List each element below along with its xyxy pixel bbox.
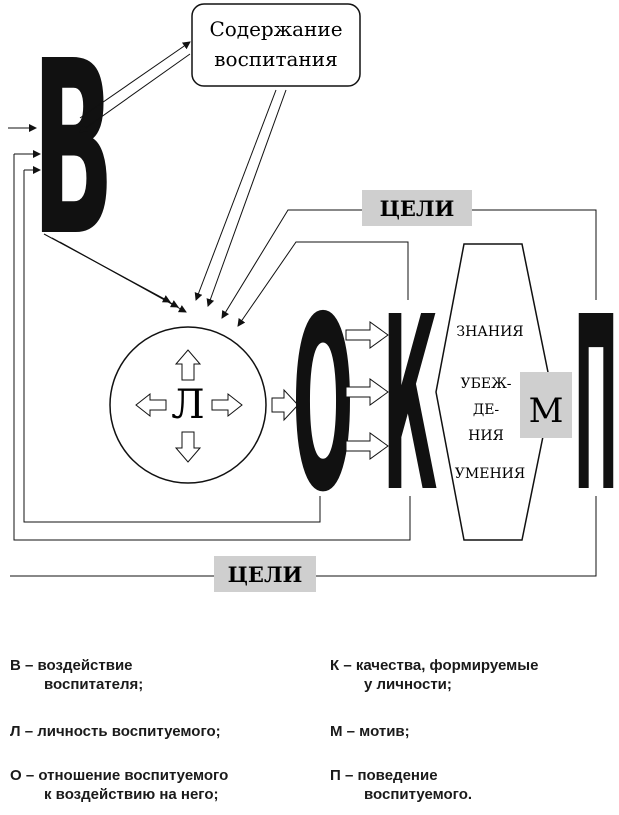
arrow-right-icon: [211, 392, 243, 418]
arrow-content-to-v: [79, 53, 191, 133]
beliefs-label-1: УБЕЖ-: [460, 376, 511, 392]
arrow-o-k-2-icon: [345, 378, 389, 406]
legend-v-line1: В – воздействие: [10, 657, 133, 674]
letter-o: О: [292, 266, 353, 545]
education-process-diagram: Содержание воспитания В ЦЕЛИ Л О К ЗНАНИ…: [8, 3, 618, 592]
feedback-line-k: [13, 154, 411, 541]
legend-v: В – воздействие воспитателя;: [10, 656, 143, 694]
goals-top-label-bg: [362, 190, 472, 226]
arrow-o-k-1-icon: [345, 321, 389, 349]
beliefs-label-3: НИЯ: [468, 428, 504, 444]
legend-m-line1: М – мотив;: [330, 723, 410, 740]
goals-top-label: ЦЕЛИ: [380, 196, 455, 221]
legend-p: П – поведение воспитуемого.: [330, 766, 472, 804]
goals-bottom-line: [10, 496, 597, 577]
arrow-left-icon: [135, 392, 167, 418]
legend-p-line1: П – поведение: [330, 767, 438, 784]
arrow-up-icon: [174, 349, 202, 381]
knowledge-label: ЗНАНИЯ: [456, 324, 523, 340]
arrow-v-l-3: [59, 241, 187, 313]
motive-box: [520, 372, 572, 438]
letter-l: Л: [171, 382, 204, 428]
legend-k-line1: К – качества, формируемые: [330, 657, 539, 674]
legend-v-line2: воспитателя;: [44, 676, 144, 693]
legend-k: К – качества, формируемые у личности;: [330, 656, 538, 694]
arrow-v-to-content: [79, 41, 191, 119]
content-box: [191, 3, 361, 87]
feedback-line-o: [23, 170, 321, 523]
arrow-l-to-o-icon: [271, 388, 299, 422]
legend-p-line2: воспитуемого.: [364, 786, 473, 803]
goals-line-inner: [237, 241, 409, 327]
beliefs-label-2: ДЕ-: [473, 402, 500, 418]
content-box-line1: Содержание: [209, 17, 342, 41]
arrow-o-k-3-icon: [345, 432, 389, 460]
legend-o: О – отношение воспитуемого к воздействию…: [10, 766, 228, 804]
arrow-content-l-2: [206, 89, 287, 307]
legend-m: М – мотив;: [330, 722, 410, 741]
legend-o-line1: О – отношение воспитуемого: [10, 767, 229, 784]
arrow-content-l-1: [194, 89, 277, 301]
legend-l: Л – личность воспитуемого;: [10, 722, 221, 741]
legend-k-line2: у личности;: [364, 676, 452, 693]
letter-m: М: [529, 391, 564, 431]
goals-bottom-label: ЦЕЛИ: [228, 562, 303, 587]
legend-l-line1: Л – личность воспитуемого;: [10, 723, 221, 740]
skills-label: УМЕНИЯ: [455, 466, 525, 482]
legend-o-line2: к воздействию на него;: [44, 786, 219, 803]
content-box-line2: воспитания: [214, 47, 337, 71]
qualities-hexagon: [435, 243, 553, 541]
letter-v: В: [32, 9, 114, 289]
personality-circle: [109, 326, 267, 484]
goals-bottom-label-bg: [214, 556, 316, 592]
arrow-down-icon: [174, 431, 202, 463]
